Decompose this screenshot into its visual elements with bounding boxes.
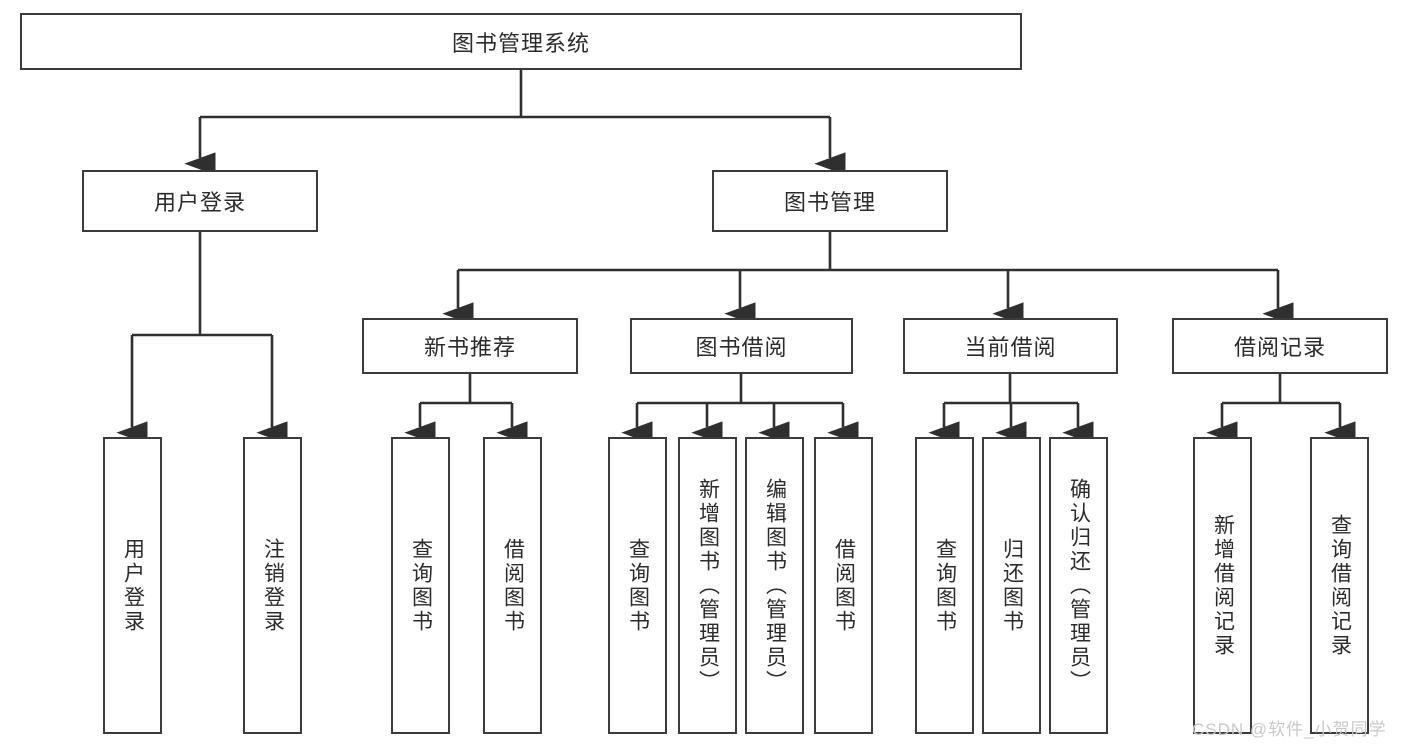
leaf-edit-book[interactable]: 编辑图书（管理员） (745, 437, 804, 734)
node-new-book-recommend[interactable]: 新书推荐 (362, 318, 578, 374)
node-book-borrow[interactable]: 图书借阅 (630, 318, 853, 374)
node-book-manage-label: 图书管理 (783, 190, 876, 215)
leaf-edit-book-label: 编辑图书（管理员） (763, 477, 787, 694)
node-current-borrow-label: 当前借阅 (964, 335, 1057, 360)
leaf-user-login[interactable]: 用户登录 (103, 437, 162, 734)
node-current-borrow[interactable]: 当前借阅 (903, 318, 1118, 374)
leaf-query-book-bor-label: 查询图书 (626, 537, 650, 634)
leaf-logout[interactable]: 注销登录 (243, 437, 302, 734)
node-root-label: 图书管理系统 (451, 30, 590, 56)
leaf-query-book-rec-label: 查询图书 (409, 537, 433, 634)
leaf-return-book-label: 归还图书 (1000, 537, 1024, 634)
node-book-borrow-label: 图书借阅 (695, 335, 788, 360)
leaf-borrow-book-bor-label: 借阅图书 (832, 537, 856, 634)
node-root-system[interactable]: 图书管理系统 (20, 13, 1022, 70)
leaf-borrow-book-rec-label: 借阅图书 (501, 537, 525, 634)
leaf-return-book[interactable]: 归还图书 (982, 437, 1041, 734)
leaf-add-book[interactable]: 新增图书（管理员） (678, 437, 737, 734)
leaf-query-book-rec[interactable]: 查询图书 (391, 437, 450, 734)
leaf-user-login-label: 用户登录 (121, 537, 145, 634)
node-book-manage[interactable]: 图书管理 (712, 170, 948, 232)
leaf-query-book-cur-label: 查询图书 (933, 537, 957, 634)
node-user-login[interactable]: 用户登录 (82, 170, 318, 232)
leaf-add-record[interactable]: 新增借阅记录 (1193, 437, 1252, 734)
node-borrow-record-label: 借阅记录 (1233, 335, 1326, 360)
leaf-query-record[interactable]: 查询借阅记录 (1310, 437, 1369, 734)
leaf-confirm-return-label: 确认归还（管理员） (1067, 477, 1091, 694)
node-borrow-record[interactable]: 借阅记录 (1172, 318, 1388, 374)
node-user-login-label: 用户登录 (153, 190, 246, 215)
node-new-book-recommend-label: 新书推荐 (423, 335, 516, 360)
leaf-confirm-return[interactable]: 确认归还（管理员） (1049, 437, 1108, 734)
leaf-logout-label: 注销登录 (261, 537, 285, 634)
leaf-query-record-label: 查询借阅记录 (1328, 513, 1352, 658)
leaf-query-book-bor[interactable]: 查询图书 (608, 437, 667, 734)
leaf-add-book-label: 新增图书（管理员） (696, 477, 720, 694)
leaf-query-book-cur[interactable]: 查询图书 (915, 437, 974, 734)
leaf-add-record-label: 新增借阅记录 (1211, 513, 1235, 658)
leaf-borrow-book-rec[interactable]: 借阅图书 (483, 437, 542, 734)
leaf-borrow-book-bor[interactable]: 借阅图书 (814, 437, 873, 734)
